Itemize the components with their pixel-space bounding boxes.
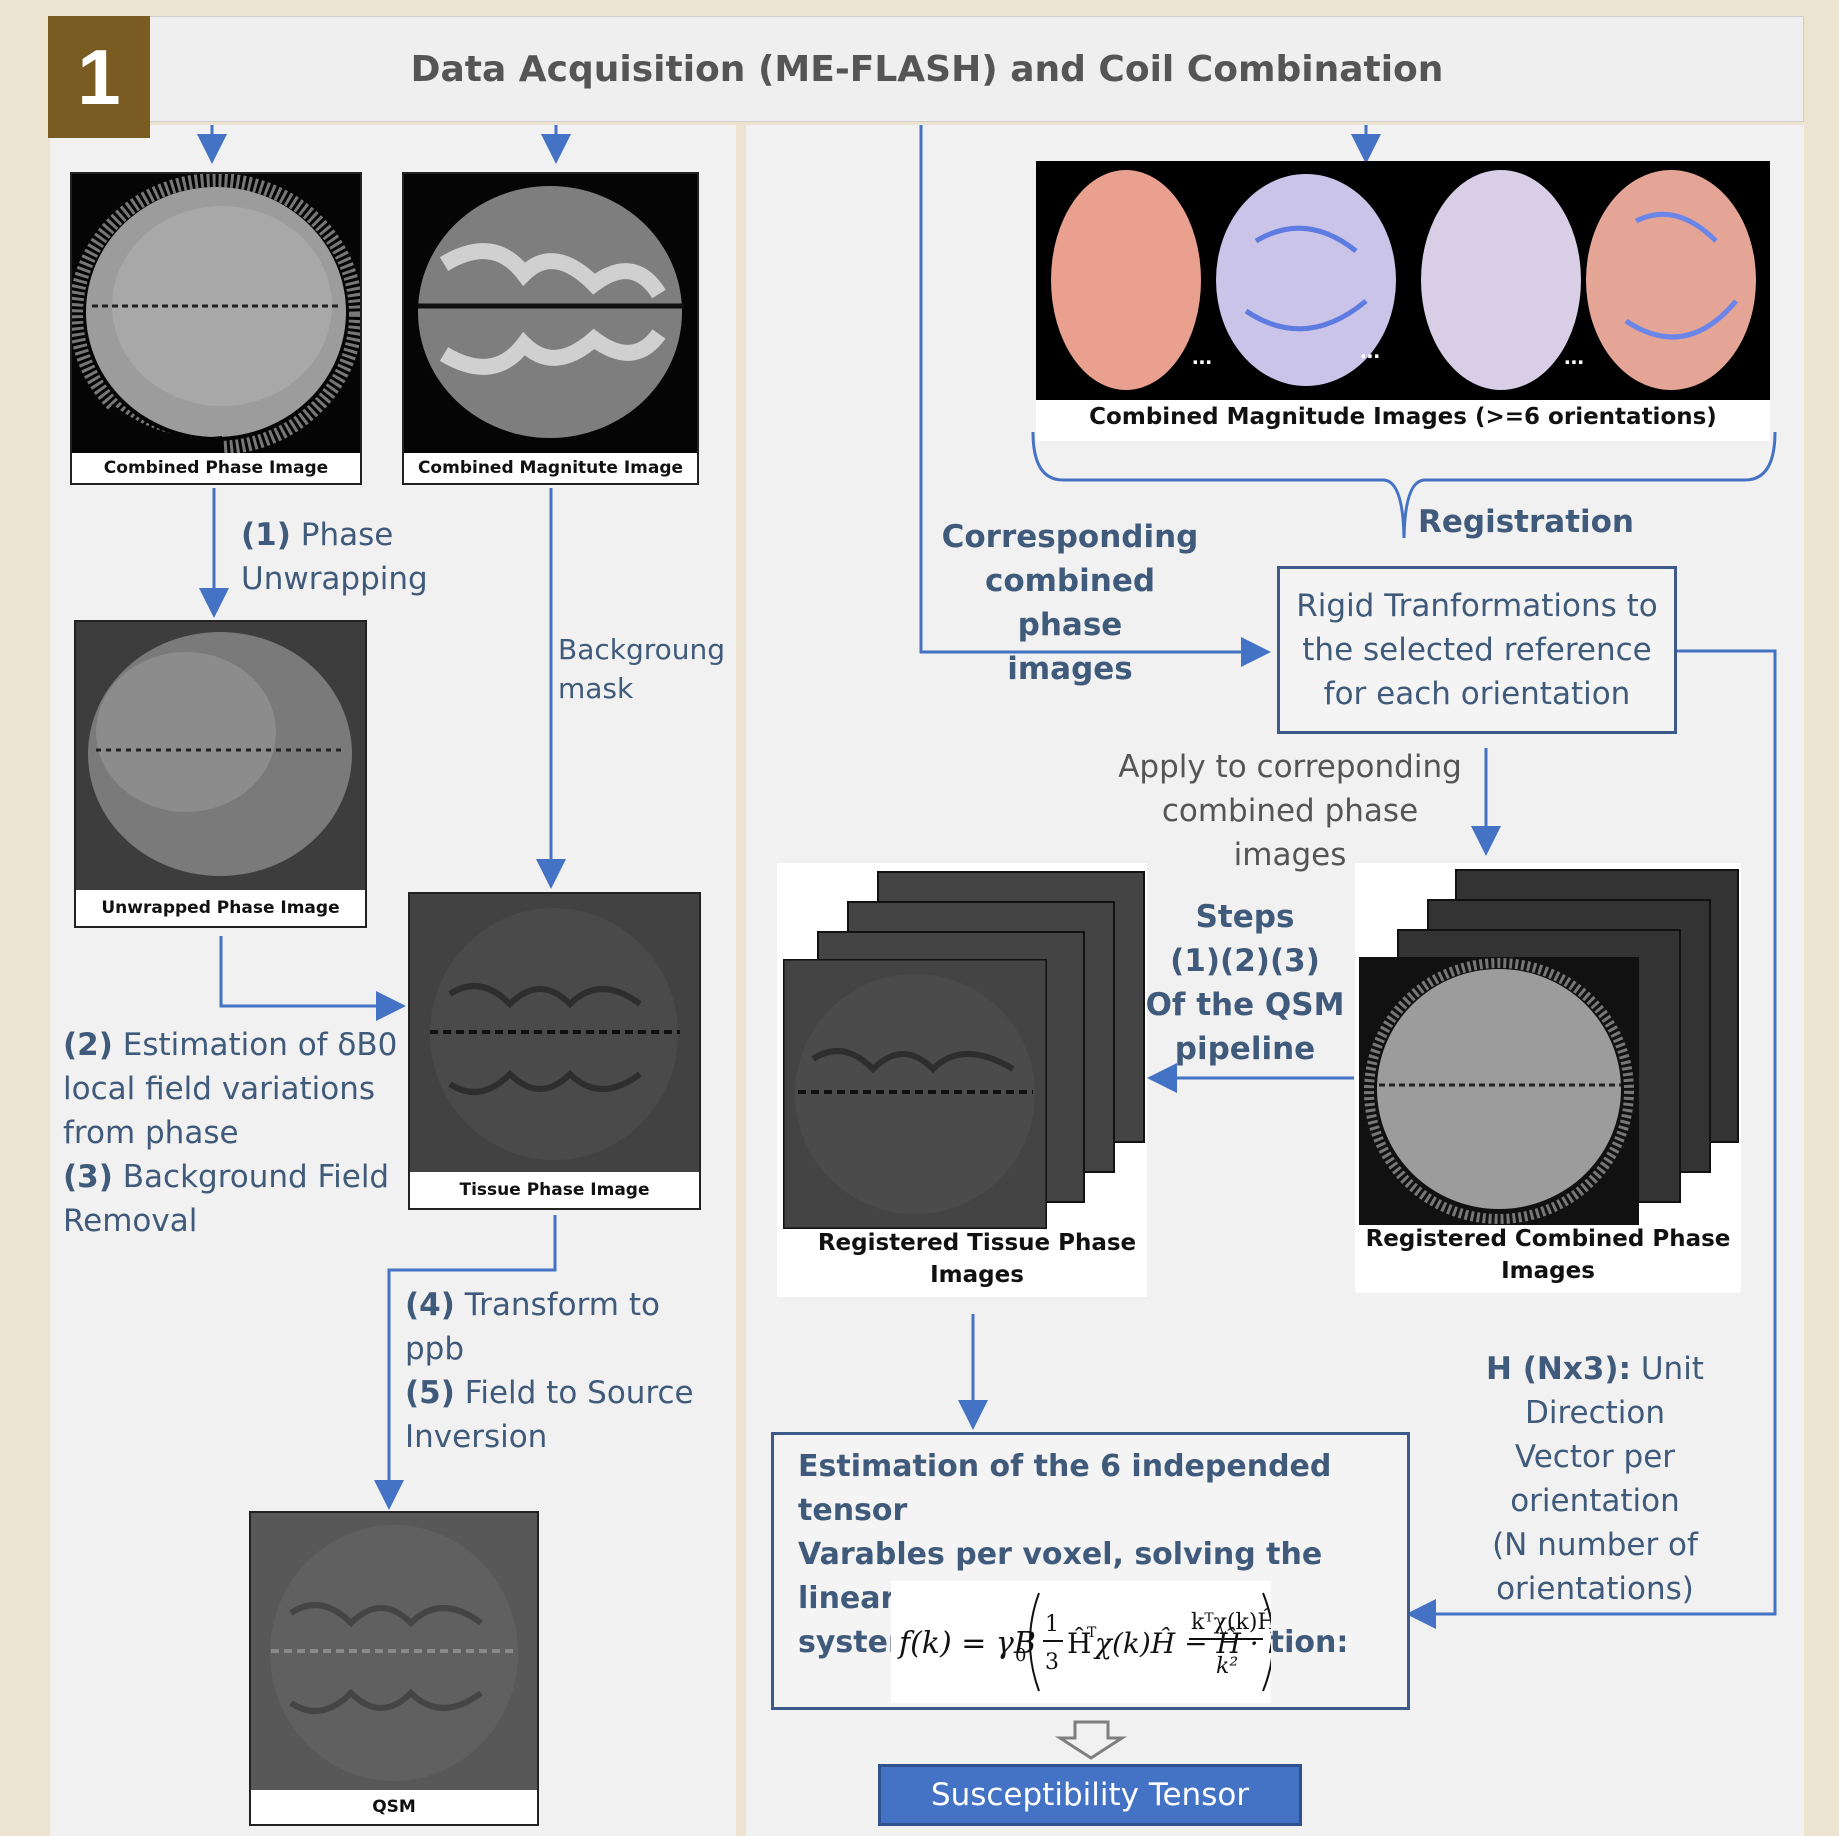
svg-text:0: 0 xyxy=(1015,1645,1026,1666)
box-text: Rigid Tranformations to xyxy=(1296,584,1658,628)
step-text: Unwrapping xyxy=(241,557,428,601)
label-text: Steps xyxy=(1145,895,1345,939)
step-text: Phase xyxy=(301,517,394,553)
registration-label: Registration xyxy=(1418,500,1634,544)
registered-combined-stack: Registered Combined Phase Images xyxy=(1355,863,1741,1293)
caption: Combined Magnitute Image xyxy=(404,453,697,483)
estimation-box: Estimation of the 6 independed tensor Va… xyxy=(771,1432,1410,1710)
brain-unwrapped-graphic xyxy=(76,622,365,890)
caption: Unwrapped Phase Image xyxy=(76,890,365,926)
unwrapped-phase-image: Unwrapped Phase Image xyxy=(74,620,367,928)
svg-text:k²: k² xyxy=(1216,1654,1238,1679)
step-text: local field variations xyxy=(63,1067,397,1111)
dots: ... xyxy=(1360,337,1380,365)
brain-phase-graphic xyxy=(72,174,360,453)
label-text: Of the QSM xyxy=(1145,983,1345,1027)
box-text: Estimation of the 6 independed tensor xyxy=(798,1445,1407,1533)
label-text: orientations) xyxy=(1470,1567,1720,1611)
svg-text:3: 3 xyxy=(1045,1650,1059,1675)
h-vector-label: H (Nx3): Unit Direction Vector per orien… xyxy=(1470,1347,1720,1611)
step-text: Transform to xyxy=(465,1287,660,1323)
step2-3-label: (2) Estimation of δB0 local field variat… xyxy=(63,1023,397,1243)
step4-5-label: (4) Transform to ppb (5) Field to Source… xyxy=(405,1283,694,1459)
registered-tissue-stack: Registered Tissue Phase Images xyxy=(777,863,1147,1297)
qsm-image: QSM xyxy=(249,1511,539,1826)
tensor-equation: f(k) = γB 0 1 3 Ĥ T χ(k)Ĥ − Ĥ · k kᵀχ(k)… xyxy=(891,1581,1271,1703)
svg-text:1: 1 xyxy=(1045,1612,1059,1637)
tissue-stack-front xyxy=(783,959,1047,1229)
brain-magnitude-graphic xyxy=(404,174,697,453)
step-text: Removal xyxy=(63,1199,397,1243)
corresponding-label: Corresponding combined phase images xyxy=(930,515,1210,691)
hollow-down-arrow xyxy=(1060,1722,1122,1758)
step1-label: (1) Phase Unwrapping xyxy=(241,513,428,601)
box-text: the selected reference xyxy=(1296,628,1658,672)
susceptibility-tensor-box: Susceptibility Tensor xyxy=(878,1764,1302,1826)
label-text: Corresponding xyxy=(930,515,1210,559)
caption-text: Registered Combined Phase xyxy=(1355,1223,1741,1255)
step-number: (3) xyxy=(63,1159,113,1195)
magnitude-series-graphic xyxy=(1036,161,1770,400)
label-text: combined phase xyxy=(930,559,1210,647)
label-text: images xyxy=(930,647,1210,691)
brain-qsm-graphic xyxy=(251,1513,537,1790)
mask-text: Backgroung xyxy=(558,630,725,669)
label-text: Unit xyxy=(1641,1351,1704,1387)
label-text: (N number of xyxy=(1470,1523,1720,1567)
mask-text: mask xyxy=(558,669,725,708)
step-number: (4) xyxy=(405,1287,455,1323)
combined-stack-front xyxy=(1359,957,1639,1225)
step-number: (5) xyxy=(405,1375,455,1411)
caption: Tissue Phase Image xyxy=(410,1172,699,1208)
label-text: orientation xyxy=(1470,1479,1720,1523)
label-text: H (Nx3): xyxy=(1486,1351,1631,1387)
step-number: (2) xyxy=(63,1027,113,1063)
dots: ... xyxy=(1192,343,1212,371)
caption-text: Images xyxy=(1355,1255,1741,1287)
dots: ... xyxy=(1564,343,1584,371)
box-text: for each orientation xyxy=(1296,672,1658,716)
caption: Registered Combined Phase Images xyxy=(1355,1223,1741,1287)
step-text: Inversion xyxy=(405,1415,694,1459)
rigid-transformations-box: Rigid Tranformations to the selected ref… xyxy=(1277,566,1677,734)
caption: QSM xyxy=(251,1790,537,1824)
step-text: ppb xyxy=(405,1327,694,1371)
brain-tissue-graphic xyxy=(410,894,699,1172)
steps-label: Steps (1)(2)(3) Of the QSM pipeline xyxy=(1145,895,1345,1071)
caption: Combined Magnitude Images (>=6 orientati… xyxy=(1036,404,1770,430)
svg-text:kᵀχ(k)Ĥ: kᵀχ(k)Ĥ xyxy=(1191,1608,1271,1635)
label-text: (1)(2)(3) xyxy=(1145,939,1345,983)
arrow-unwrapped-to-tissue xyxy=(221,936,400,1006)
step-number: (1) xyxy=(241,517,291,553)
background-mask-label: Backgroung mask xyxy=(558,630,725,708)
step-text: from phase xyxy=(63,1111,397,1155)
caption: Combined Phase Image xyxy=(72,453,360,483)
label-text: Vector per xyxy=(1470,1435,1720,1479)
tissue-phase-image: Tissue Phase Image xyxy=(408,892,701,1210)
apply-label: Apply to correponding combined phase ima… xyxy=(1105,745,1475,877)
label-text: Apply to correponding xyxy=(1105,745,1475,789)
magnitude-series: ... ... ... Combined Magnitude Images (>… xyxy=(1036,161,1770,441)
step-text: Background Field xyxy=(123,1159,389,1195)
step-text: Estimation of δB0 xyxy=(123,1027,398,1063)
step-text: Field to Source xyxy=(465,1375,694,1411)
caption-text: Registered Tissue Phase xyxy=(777,1227,1177,1259)
label-text: pipeline xyxy=(1145,1027,1345,1071)
caption-text: Images xyxy=(777,1259,1177,1291)
label-text: Direction xyxy=(1470,1391,1720,1435)
combined-magnitude-image: Combined Magnitute Image xyxy=(402,172,699,485)
combined-phase-image: Combined Phase Image xyxy=(70,172,362,485)
result-text: Susceptibility Tensor xyxy=(931,1777,1249,1813)
caption: Registered Tissue Phase Images xyxy=(777,1227,1177,1291)
